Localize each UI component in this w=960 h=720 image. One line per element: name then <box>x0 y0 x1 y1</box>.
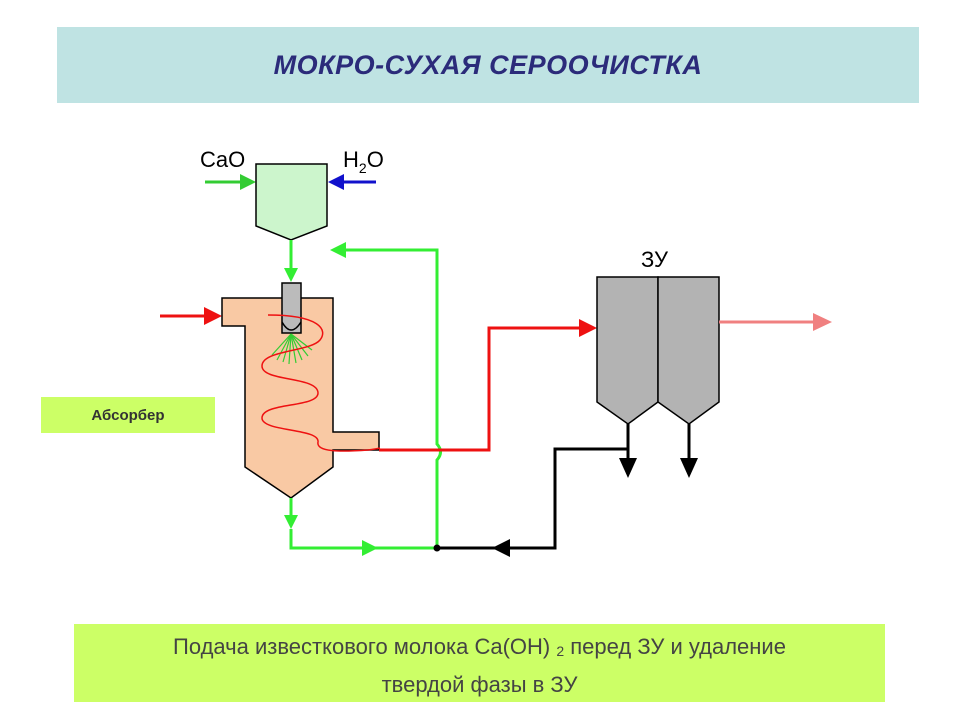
spray-nozzle <box>281 282 302 334</box>
mixer-tank <box>255 163 328 241</box>
mixer-to-nozzle-arrow <box>284 240 298 282</box>
absorber-outlet-gas-line <box>379 319 597 452</box>
h2o-label: H2O <box>343 147 384 176</box>
dust-collector-label: ЗУ <box>641 247 669 272</box>
flue-gas-inlet-arrow <box>160 307 222 325</box>
title-bar: МОКРО-СУХАЯ СЕРООЧИСТКА <box>57 27 919 103</box>
absorber-vessel <box>221 297 380 499</box>
page-title: МОКРО-СУХАЯ СЕРООЧИСТКА <box>273 49 703 80</box>
cao-input-arrow <box>205 174 256 190</box>
caption-box: Подача известкового молока Ca(OH) 2 пере… <box>74 624 885 702</box>
nozzle-tip <box>281 321 302 331</box>
dust-collector <box>596 276 720 425</box>
helical-gas-flow <box>261 314 381 452</box>
absorber-label: Абсорбер <box>41 397 215 433</box>
clean-gas-outlet-arrow <box>719 313 832 331</box>
recycle-slurry-line <box>330 242 442 548</box>
absorber-label-text: Абсорбер <box>91 406 165 424</box>
caption-line-1: Подача известкового молока Ca(OH) 2 пере… <box>173 634 786 659</box>
spray-jets <box>271 333 313 365</box>
caption-line-2: твердой фазы в ЗУ <box>381 672 578 697</box>
absorber-discharge-line <box>284 498 437 556</box>
cao-label: CaO <box>200 147 245 172</box>
h2o-input-arrow <box>328 174 376 190</box>
solid-return-line <box>433 447 628 557</box>
solid-discharge-arrows <box>619 424 698 478</box>
